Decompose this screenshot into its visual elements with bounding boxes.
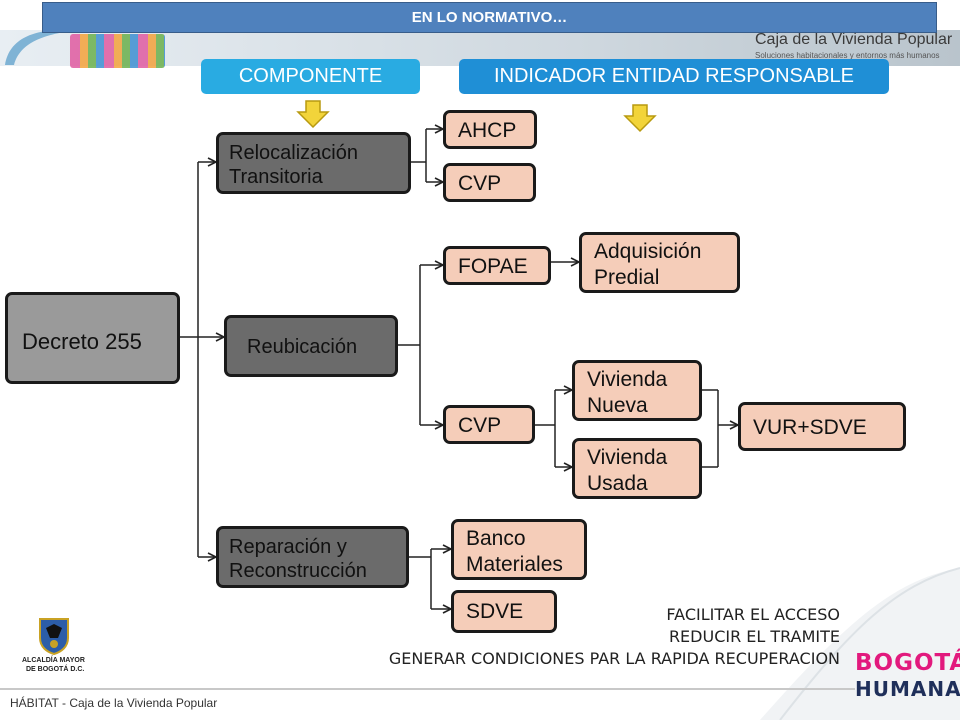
entity-cvp-reubicacion: CVP xyxy=(443,405,535,444)
column-header-indicator: INDICADOR ENTIDAD RESPONSABLE xyxy=(459,59,889,94)
bogota-humana-logo-word2: HUMANA xyxy=(855,677,960,701)
down-arrow-icon xyxy=(623,104,657,133)
footer-text: HÁBITAT - Caja de la Vivienda Popular xyxy=(10,696,218,710)
entity-vivienda-nueva: Vivienda Nueva xyxy=(572,360,702,421)
down-arrow-icon xyxy=(296,100,330,129)
entity-vivienda-nueva-line2: Nueva xyxy=(587,393,648,417)
entity-vur-sdve: VUR+SDVE xyxy=(738,402,906,451)
component-relocalizacion-line2: Transitoria xyxy=(229,166,323,189)
bogota-coat-of-arms-icon xyxy=(39,618,69,656)
goal-text: REDUCIR EL TRAMITE xyxy=(668,627,840,646)
footer-divider xyxy=(0,688,855,690)
habitat-logo xyxy=(70,34,165,68)
component-relocalizacion-line1: Relocalización xyxy=(229,142,358,164)
alcaldia-label-line1: ALCALDÍA MAYOR xyxy=(22,657,85,664)
goal-text: FACILITAR EL ACCESO xyxy=(666,605,840,624)
component-reparacion: Reparación y Reconstrucción xyxy=(216,526,409,588)
org-name: Caja de la Vivienda Popular xyxy=(755,31,953,48)
component-reubicacion: Reubicación xyxy=(224,315,398,377)
org-tagline: Soluciones habitacionales y entornos más… xyxy=(755,51,940,60)
component-reparacion-line2: Reconstrucción xyxy=(229,560,367,583)
goal-text: GENERAR CONDICIONES PAR LA RAPIDA RECUPE… xyxy=(388,649,840,668)
bogota-humana-logo-word1: BOGOTÁ xyxy=(855,650,960,676)
column-header-component: COMPONENTE xyxy=(201,59,420,94)
entity-fopae: FOPAE xyxy=(443,246,551,285)
alcaldia-label-line2: DE BOGOTÁ D.C. xyxy=(26,666,85,673)
component-reparacion-line1: Reparación y xyxy=(229,536,347,558)
entity-adquisicion-predial: Adquisición Predial xyxy=(579,232,740,293)
entity-adquisicion-line2: Predial xyxy=(594,265,660,289)
entity-adquisicion-line1: Adquisición xyxy=(594,240,702,263)
entity-vivienda-nueva-line1: Vivienda xyxy=(587,368,668,391)
entity-vivienda-usada-line1: Vivienda xyxy=(587,446,668,469)
entity-sdve: SDVE xyxy=(451,590,557,633)
root-node: Decreto 255 xyxy=(5,292,180,384)
entity-vivienda-usada-line2: Usada xyxy=(587,471,648,495)
entity-banco-materiales: Banco Materiales xyxy=(451,519,587,580)
entity-cvp-relocalizacion: CVP xyxy=(443,163,536,202)
entity-banco-line1: Banco xyxy=(466,527,526,550)
entity-banco-line2: Materiales xyxy=(466,552,563,576)
entity-ahcp: AHCP xyxy=(443,110,537,149)
entity-vivienda-usada: Vivienda Usada xyxy=(572,438,702,499)
component-relocalizacion: Relocalización Transitoria xyxy=(216,132,411,194)
page-title: EN LO NORMATIVO… xyxy=(42,2,937,33)
swoosh-decoration xyxy=(5,29,78,65)
